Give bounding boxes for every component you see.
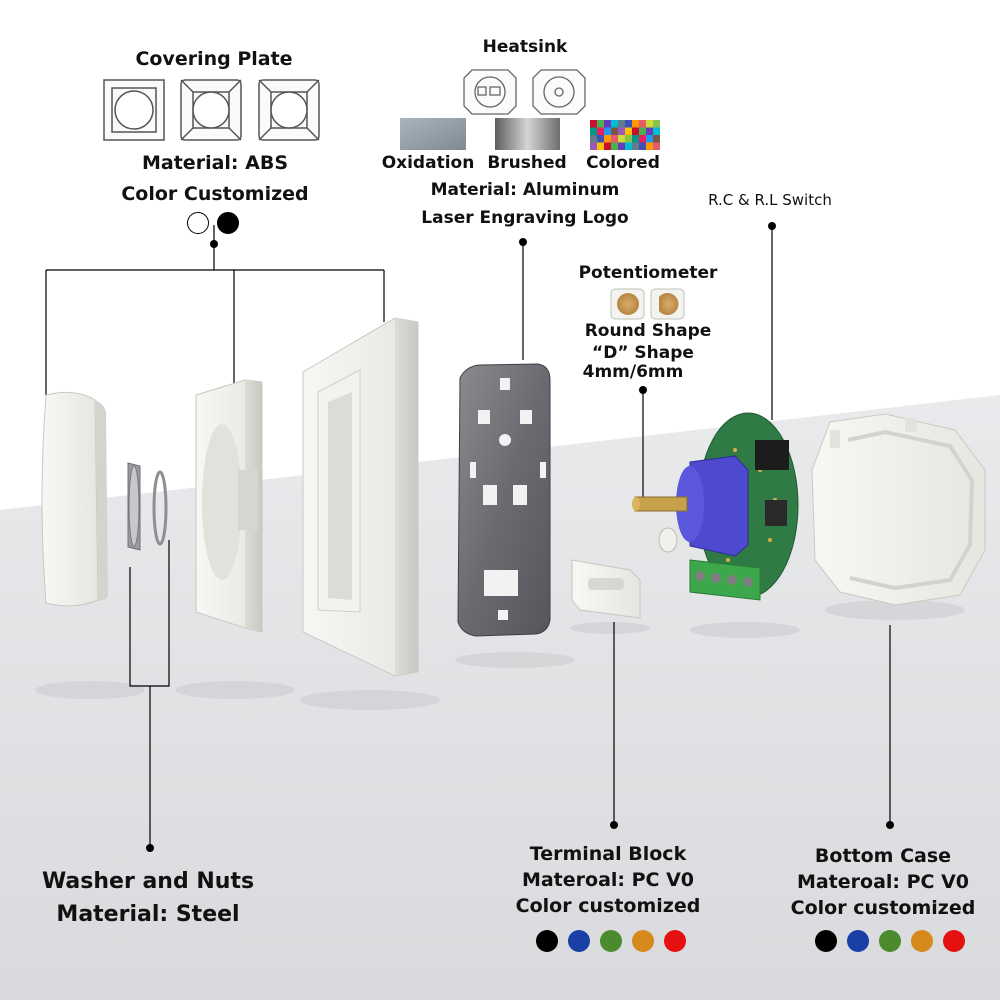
bottom-case-color-note: Color customized	[790, 897, 976, 919]
covering-plate-material: Material: ABS	[142, 152, 288, 174]
plate-color-white	[187, 212, 209, 234]
covering-plate-color-note: Color Customized	[121, 183, 309, 205]
terminal-block-color-swatch-0	[536, 930, 558, 952]
washer-title: Washer and Nuts	[41, 869, 255, 894]
finish-colored-label: Colored	[586, 153, 660, 173]
washer-material: Material: Steel	[56, 902, 240, 927]
finish-oxidation-label: Oxidation	[381, 153, 475, 173]
covering-plate-title: Covering Plate	[135, 48, 293, 70]
plate-color-black	[217, 212, 239, 234]
heatsink-logo-note: Laser Engraving Logo	[421, 208, 629, 228]
terminal-block-color-swatch-3	[632, 930, 654, 952]
heatsink-title: Heatsink	[482, 37, 568, 57]
bottom-case-material: Materoal: PC V0	[796, 871, 970, 893]
switch-label: R.C & R.L Switch	[708, 191, 832, 209]
potentiometer-title: Potentiometer	[578, 263, 718, 283]
heatsink-material: Material: Aluminum	[430, 180, 620, 200]
terminal-block-color-swatch-1	[568, 930, 590, 952]
terminal-block-color-note: Color customized	[515, 895, 701, 917]
finish-brushed-label: Brushed	[487, 153, 567, 173]
terminal-block-color-swatch-4	[664, 930, 686, 952]
terminal-block-material: Materoal: PC V0	[521, 869, 695, 891]
potentiometer-d-shape: “D” Shape	[592, 343, 694, 363]
bottom-case-color-swatch-0	[815, 930, 837, 952]
terminal-block-color-swatch-2	[600, 930, 622, 952]
potentiometer-round-shape: Round Shape	[584, 321, 712, 341]
terminal-block-title: Terminal Block	[529, 843, 687, 865]
bottom-case-color-swatch-4	[943, 930, 965, 952]
bottom-case-color-swatch-3	[911, 930, 933, 952]
bottom-case-color-swatch-2	[879, 930, 901, 952]
bottom-case-title: Bottom Case	[814, 845, 952, 867]
bottom-case-color-swatch-1	[847, 930, 869, 952]
potentiometer-size: 4mm/6mm	[582, 362, 684, 382]
